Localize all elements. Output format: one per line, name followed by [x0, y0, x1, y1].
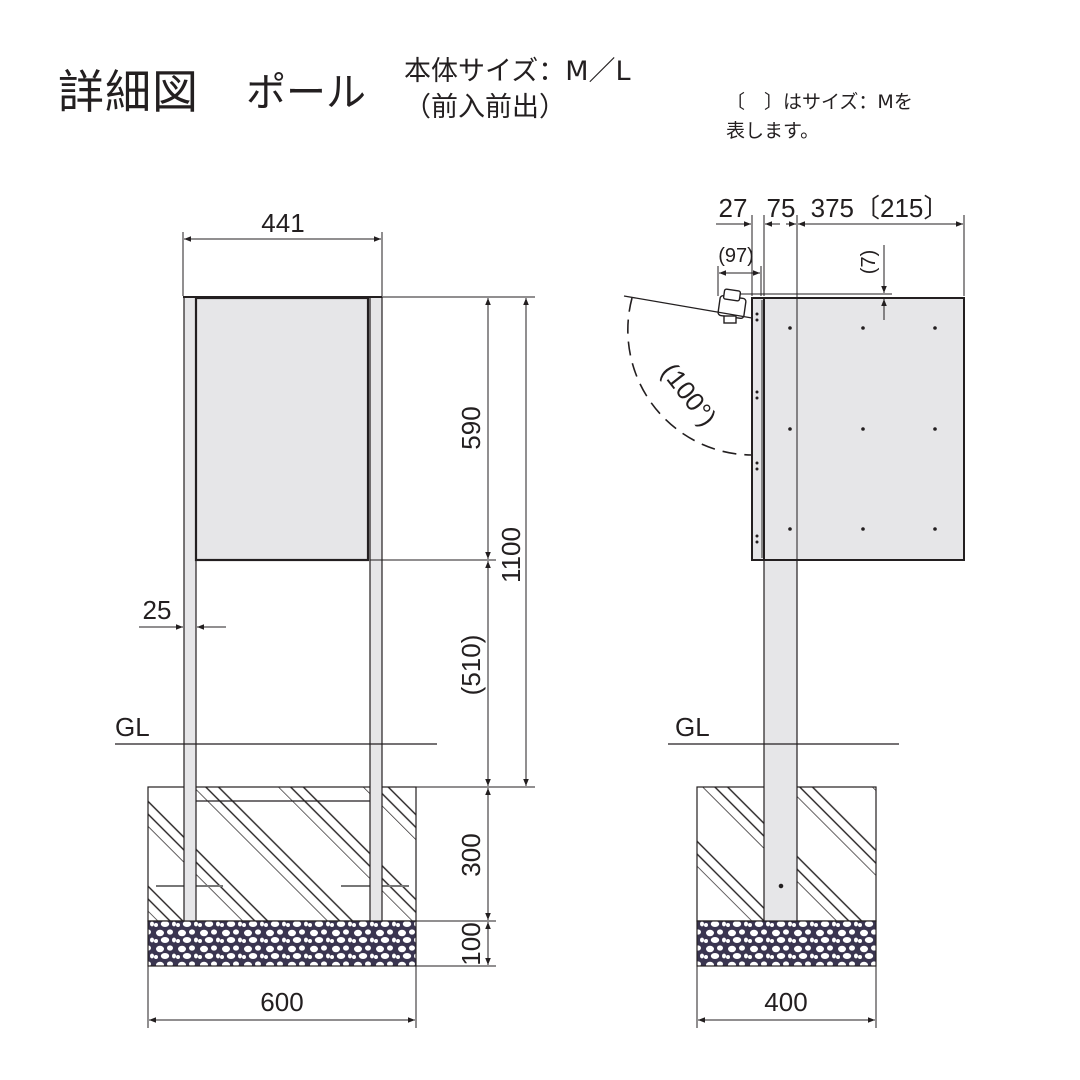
side-gravel-layer [696, 920, 877, 967]
dim-pole-25: 25 [143, 595, 172, 625]
spec-type: （前入前出） [404, 92, 566, 123]
door-hinges [755, 312, 759, 544]
dim-7: (7) [858, 250, 880, 274]
front-mailbox-body [194, 296, 370, 562]
body-bolts [788, 326, 937, 531]
dim-gravel-100: 100 [456, 922, 486, 965]
lock-handle [717, 288, 747, 324]
dim-27: 27 [719, 193, 748, 223]
note-line-2: 表します。 [726, 120, 820, 142]
page-subtitle: ポール [246, 70, 366, 116]
note-block: 〔 〕はサイズ：Mを 表します。 [726, 88, 913, 146]
front-view [115, 232, 535, 1028]
side-view [623, 215, 965, 1028]
note-line-1: 〔 〕はサイズ：Mを [726, 91, 913, 113]
dim-depth-375-215: 375〔215〕 [811, 193, 950, 223]
side-ground-level-label: GL [675, 712, 710, 742]
spec-size: 本体サイズ：M／L [404, 56, 631, 87]
side-pole [763, 559, 798, 922]
front-gravel-layer [147, 920, 417, 967]
dim-foundation-300: 300 [456, 833, 486, 876]
front-ground-level-label: GL [115, 712, 150, 742]
spec-block: 本体サイズ：M／L （前入前出） [404, 54, 631, 126]
dim-foundation-400: 400 [764, 987, 807, 1017]
dim-97: (97) [718, 245, 754, 267]
dim-75: 75 [767, 193, 796, 223]
dim-foundation-600: 600 [260, 987, 303, 1017]
page-title: 詳細図 [58, 65, 199, 119]
dim-height-1100: 1100 [496, 527, 526, 583]
dim-height-590: 590 [456, 406, 486, 449]
front-pole-left [183, 296, 197, 922]
dim-width-441: 441 [261, 208, 304, 238]
dim-height-510: (510) [456, 635, 486, 696]
front-pole-right [369, 296, 383, 922]
